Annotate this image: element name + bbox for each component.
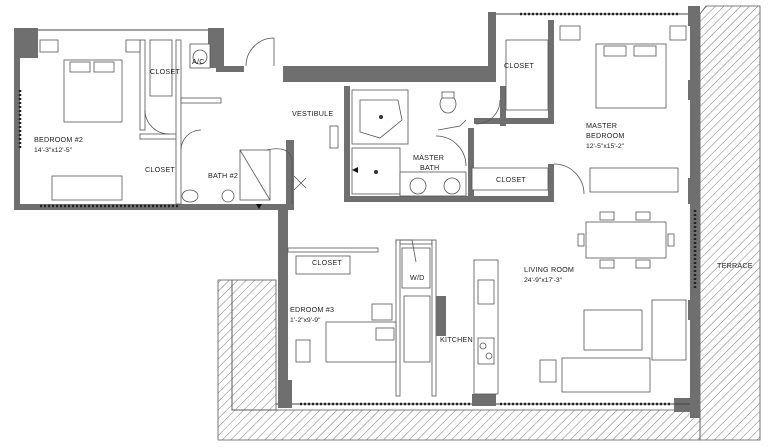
bedroom2-furniture [39,39,173,201]
closet-label-master-bath: CLOSET [496,175,526,184]
bedroom2-label: BEDROOM #2 [34,135,83,144]
closet-label-master: CLOSET [504,61,534,70]
interior-walls [139,20,554,397]
kitchen-fixtures [401,247,499,395]
terrace-label: TERRACE [717,261,753,270]
closet-label-bedroom2-mid: CLOSET [145,165,175,174]
bedroom3-dims: 1'-2"x9'-9" [290,317,321,324]
terrace-area [217,5,761,441]
bedroom3-furniture [295,255,431,363]
doors [144,37,585,263]
closet-label-bedroom2-top: CLOSET [150,67,180,76]
ac-label: A/C [192,57,205,66]
living-room-furniture [539,211,687,393]
exterior-walls [14,6,700,418]
bath2-fixtures [181,43,293,209]
master-bedroom-dims: 12'-5"x15'-2" [586,143,625,150]
wd-label: W/D [410,273,425,282]
living-room-dims: 24'-9"x17'-3" [524,277,563,284]
kitchen-label: KITCHEN [440,335,473,344]
room-labels: BEDROOM #2 14'-3"x12'-5" CLOSET A/C CLOS… [34,57,753,344]
bedroom3-label: EDROOM #3 [290,305,334,314]
living-room-label: LIVING ROOM [524,265,574,274]
master-bath-label-1: MASTER [413,153,444,162]
closet-label-bedroom3: CLOSET [312,258,342,267]
master-bath-label-2: BATH [420,163,439,172]
master-bedroom-label-2: BEDROOM [586,131,625,140]
vestibule-label: VESTIBULE [292,109,333,118]
bedroom2-dims: 14'-3"x12'-5" [34,147,73,154]
bath2-label: BATH #2 [208,171,238,180]
master-bedroom-furniture [471,25,687,193]
master-bedroom-label-1: MASTER [586,121,617,130]
master-bath-fixtures [351,89,467,197]
